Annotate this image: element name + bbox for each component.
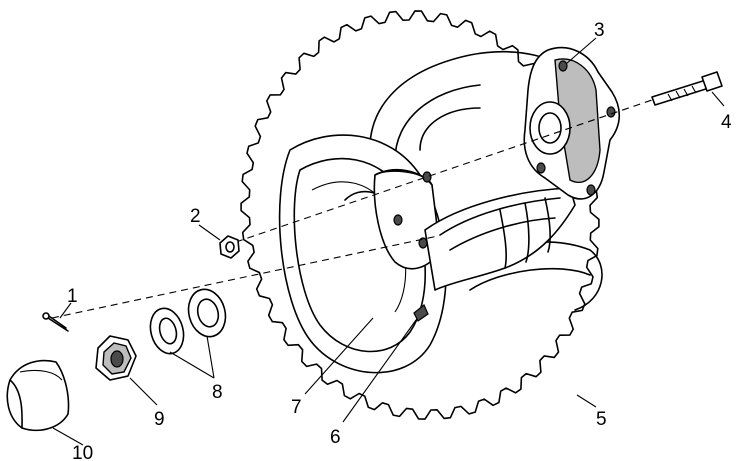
hub-bolt	[651, 71, 723, 106]
rim-bolt-hole	[393, 214, 403, 226]
callout-3: 3	[594, 20, 605, 41]
leader-lines	[52, 37, 725, 446]
callout-6: 6	[330, 427, 341, 448]
wheel-hub	[523, 46, 621, 200]
lug-nut	[219, 235, 240, 259]
callout-labels: 1 2 3 4 5 6 7 8 9 10	[67, 20, 732, 461]
callout-9: 9	[154, 409, 165, 430]
tire-cutaway-section	[424, 187, 576, 291]
cotter-pin	[42, 312, 69, 332]
callout-2: 2	[190, 206, 201, 227]
rim-bolt-hole	[422, 171, 432, 183]
callout-8: 8	[212, 382, 223, 403]
callout-7: 7	[291, 397, 302, 418]
callout-1: 1	[67, 286, 78, 307]
callout-10: 10	[72, 443, 93, 461]
valve-stem	[413, 304, 429, 322]
lower-axle-line	[51, 235, 439, 319]
wheel-rim	[278, 134, 447, 374]
hub-cap	[6, 359, 70, 432]
upper-axle-line	[235, 99, 653, 243]
castle-nut	[95, 335, 137, 381]
washers	[149, 288, 227, 355]
callout-4: 4	[721, 112, 732, 133]
callout-5: 5	[596, 409, 607, 430]
